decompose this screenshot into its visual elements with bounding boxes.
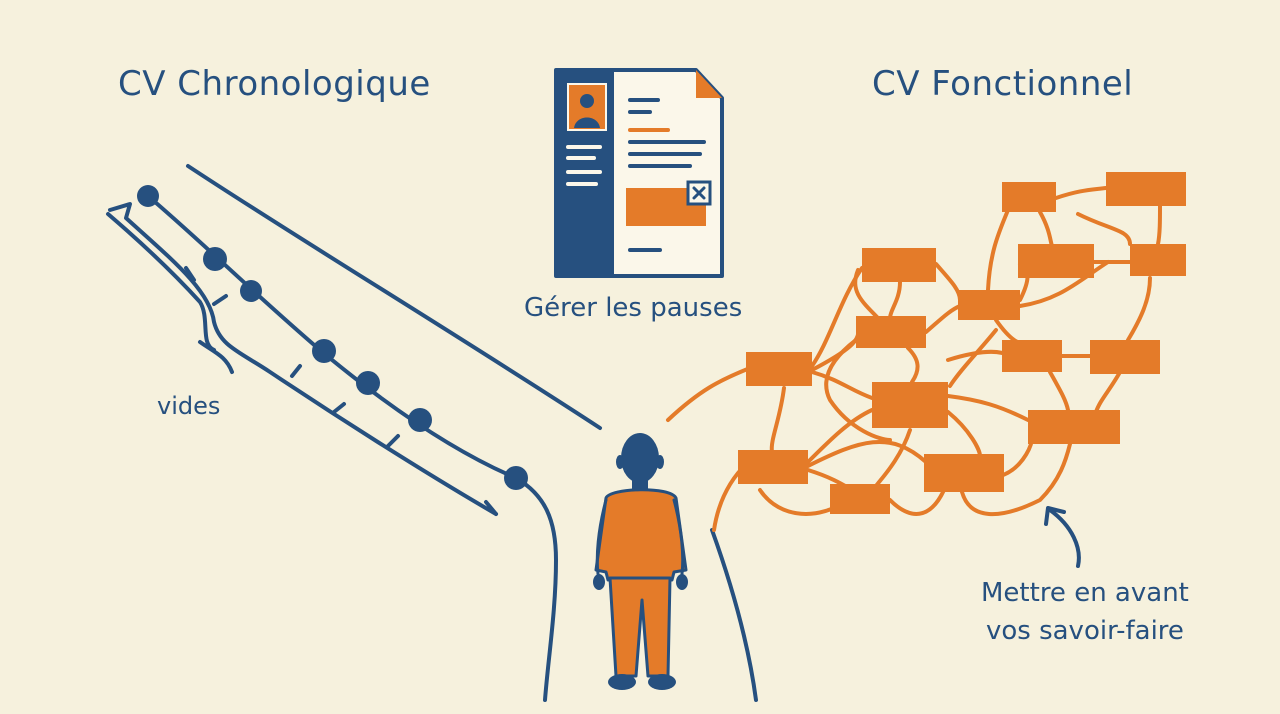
timeline-dots: [137, 185, 528, 490]
skill-node: [862, 248, 936, 282]
skill-node: [872, 382, 948, 428]
road-edge-right: [710, 528, 758, 702]
timeline-dot: [240, 280, 262, 302]
skill-node: [746, 352, 812, 386]
timeline-dot: [356, 371, 380, 395]
timeline-dot: [137, 185, 159, 207]
skill-node: [1028, 410, 1120, 444]
skills-label-line1: Mettre en avant: [981, 578, 1189, 608]
skills-label-line2: vos savoir-faire: [985, 616, 1184, 646]
skill-node: [958, 290, 1020, 320]
skill-node: [1090, 340, 1160, 374]
person-figure: [593, 433, 688, 690]
chronological-cv-title: CV Chronologique: [118, 64, 431, 104]
gaps-label: vides: [157, 392, 221, 420]
functional-cv-title: CV Fonctionnel: [872, 64, 1134, 104]
close-icon: [686, 180, 712, 206]
skill-node: [1002, 182, 1056, 212]
timeline-road: [106, 164, 602, 702]
skill-node: [1018, 244, 1094, 278]
skill-node: [830, 484, 890, 514]
skill-node: [924, 454, 1004, 492]
timeline-dot: [408, 408, 432, 432]
document-caption: Gérer les pauses: [524, 293, 743, 323]
timeline-dot: [203, 247, 227, 271]
arrow-icon: [1044, 506, 1081, 568]
skill-node: [1002, 340, 1062, 372]
timeline-dot: [504, 466, 528, 490]
skill-node: [1130, 244, 1186, 276]
skills-label: Mettre en avant vos savoir-faire: [981, 574, 1189, 650]
skills-network-nodes: [738, 172, 1186, 514]
skill-node: [856, 316, 926, 348]
timeline-dot: [312, 339, 336, 363]
cv-document-icon: [554, 68, 724, 278]
skill-node: [1106, 172, 1186, 206]
skill-node: [738, 450, 808, 484]
